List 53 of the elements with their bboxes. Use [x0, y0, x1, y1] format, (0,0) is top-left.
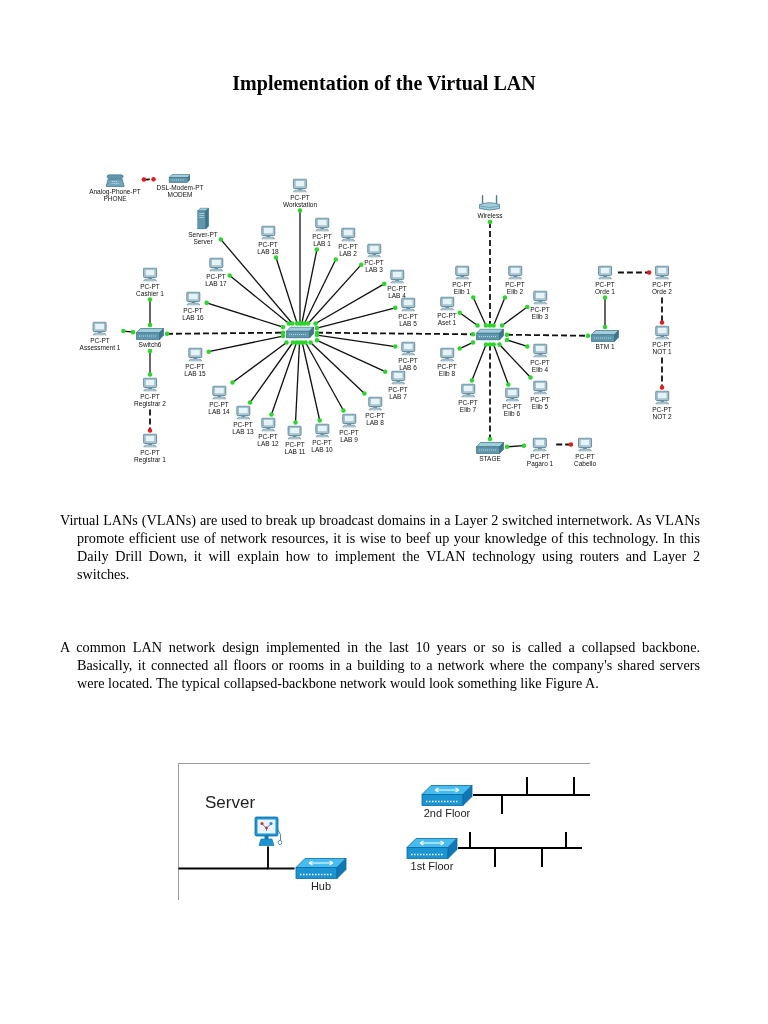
device-label: Server [205, 794, 256, 812]
cable-line [314, 332, 398, 349]
device-label: 1st Floor [410, 859, 454, 873]
cable-line [147, 297, 153, 328]
body-paragraph: Virtual LANs (VLANs) are used to break up broadcast domains in a Layer 2 switched internetwork. As VLANs promote efficient use of network resources, it is wise to beef up your knowledge of this technology. In this Daily Drill Down, it will explain how to implement the VLAN technology using routers and Layer 2 switches. [60, 511, 700, 583]
dashed-cable-line [659, 356, 665, 390]
cable-line [227, 273, 292, 326]
cable-line [504, 443, 527, 450]
cable-line [267, 845, 296, 870]
cable-line [300, 340, 322, 423]
cable-line [299, 247, 320, 326]
dashed-cable-line [504, 332, 591, 339]
cable-line [457, 310, 480, 328]
device-label: Hub [310, 879, 332, 893]
dashed-cable-line [314, 330, 476, 337]
cable-line [602, 295, 608, 330]
cable-line [504, 337, 530, 349]
dashed-cable-line [141, 177, 156, 182]
cable-line [313, 281, 387, 326]
cable-line [293, 340, 302, 425]
title: Implementation of the Virtual LAN [232, 71, 536, 95]
dashed-cable-line [555, 442, 574, 447]
cable-line [204, 300, 286, 330]
device-label: 2nd Floor [423, 806, 471, 820]
cable-line [308, 340, 367, 396]
cable-line [273, 255, 300, 326]
cable-line [247, 340, 296, 405]
cable-line [305, 262, 364, 326]
dashed-cable-line [487, 219, 493, 328]
cable-line [491, 342, 511, 387]
cable-line [471, 295, 489, 328]
cable-line [269, 340, 299, 417]
cable-line [297, 208, 303, 326]
cable-line [302, 257, 338, 326]
cable-line [497, 342, 533, 380]
body-paragraph: A common LAN network design implemented in the last 10 years or so is called a collapsed backbone. Basically, it connected all floors or rooms in a building to a network where the company's shared servers were located. The typical collapsed-backbone network would look something like Figure A. [60, 638, 700, 692]
dashed-cable-line [164, 330, 286, 337]
cable-line [469, 342, 489, 383]
dashed-cable-line [487, 342, 493, 442]
cable-line [230, 340, 289, 385]
dashed-cable-line [617, 270, 652, 275]
cable-line [314, 305, 398, 331]
cable-line [218, 237, 295, 326]
cable-line [121, 328, 136, 335]
cable-line [314, 338, 388, 374]
cable-line [303, 340, 346, 413]
dashed-cable-line [147, 408, 153, 433]
cable-line [147, 348, 153, 377]
cable-line [491, 295, 508, 328]
cable-line [457, 340, 476, 351]
dashed-cable-line [659, 296, 665, 325]
cable-line [206, 333, 286, 354]
cable-line [499, 304, 530, 328]
